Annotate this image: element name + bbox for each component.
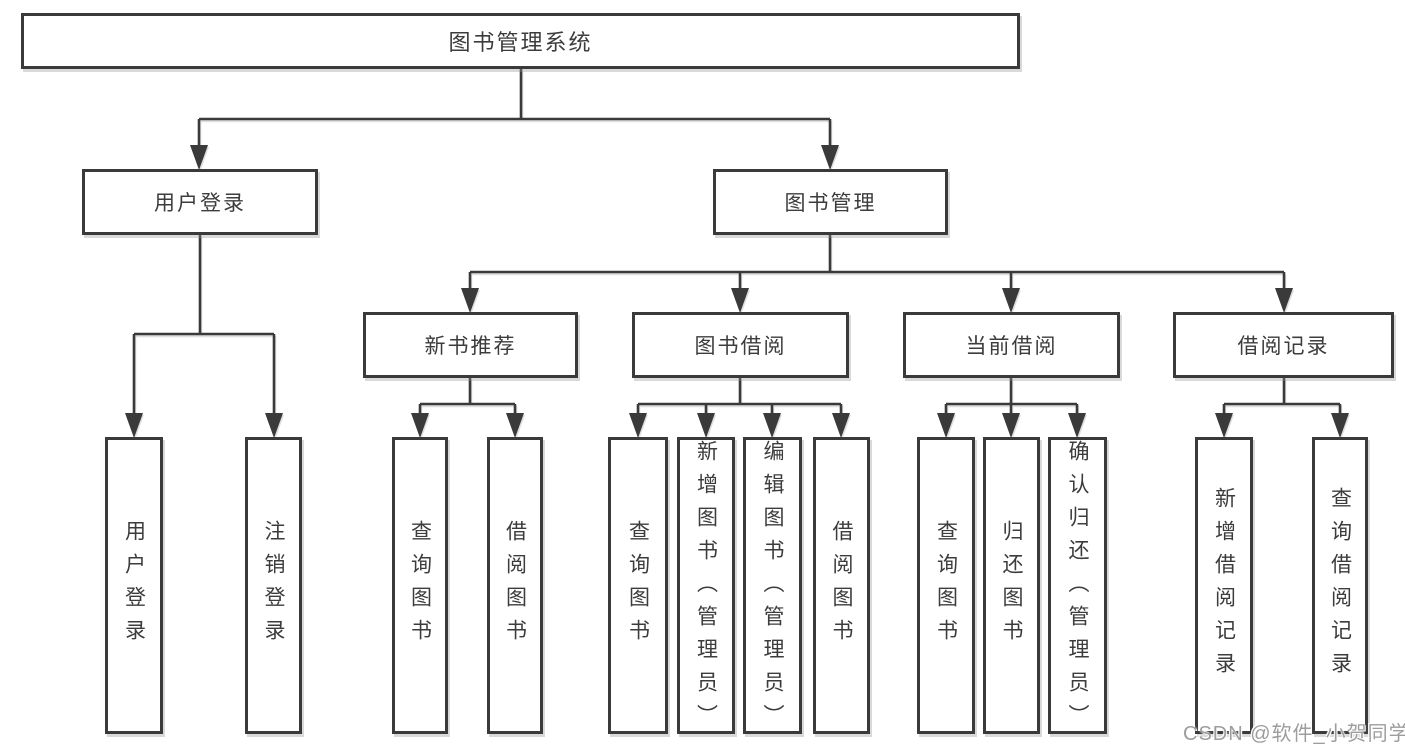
leaf-borrow-books-recommend: 借阅图书: [487, 437, 543, 734]
node-book-management: 图书管理: [713, 169, 948, 235]
leaf-user-login: 用户登录: [105, 437, 163, 734]
leaf-query-borrow-record: 查询借阅记录: [1312, 437, 1368, 734]
leaf-query-books-recommend: 查询图书: [392, 437, 448, 734]
node-library-management-system: 图书管理系统: [21, 13, 1020, 69]
node-book-borrowing: 图书借阅: [632, 312, 849, 378]
node-borrowing-records: 借阅记录: [1173, 312, 1394, 378]
node-new-book-recommendation: 新书推荐: [363, 312, 578, 378]
leaf-add-books-admin: 新增图书（管理员）: [677, 437, 735, 737]
leaf-logout-login: 注销登录: [245, 437, 302, 734]
leaf-query-books-borrowing: 查询图书: [608, 437, 668, 734]
leaf-query-books-current: 查询图书: [917, 437, 975, 734]
watermark-text: CSDN @软件_小贺同学: [1183, 723, 1405, 745]
node-current-borrowing: 当前借阅: [903, 312, 1120, 378]
leaf-return-books: 归还图书: [983, 437, 1040, 734]
leaf-confirm-return-admin: 确认归还（管理员）: [1048, 437, 1107, 737]
leaf-add-borrow-record: 新增借阅记录: [1195, 437, 1253, 734]
node-user-login: 用户登录: [82, 169, 318, 235]
leaf-borrow-books-borrowing: 借阅图书: [813, 437, 870, 734]
leaf-edit-books-admin: 编辑图书（管理员）: [743, 437, 802, 737]
